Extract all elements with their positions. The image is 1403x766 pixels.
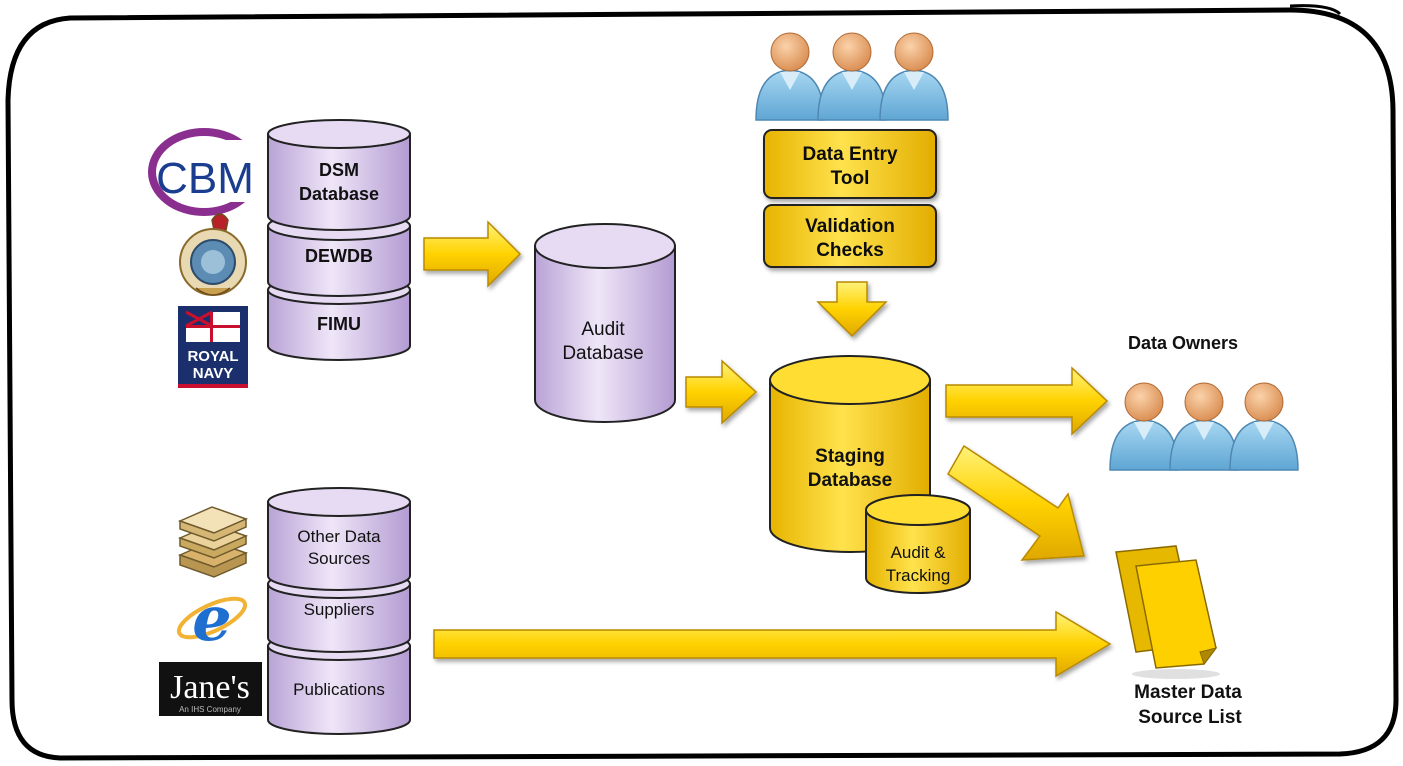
- data-entry-label-1: Data Entry: [802, 144, 897, 165]
- royal-navy-logo: ROYAL NAVY: [178, 306, 248, 388]
- stack-segment-label: Publications: [293, 680, 385, 699]
- person-icon: [817, 32, 887, 121]
- stacked-layers-icon: [177, 506, 249, 578]
- janes-logo: Jane's An IHS Company: [159, 662, 262, 716]
- stack-segment-label: FIMU: [317, 314, 361, 334]
- raf-crest-logo: [179, 213, 247, 296]
- arrow-staging-to-owners: [945, 366, 1109, 436]
- stack-segment: DSM Database: [267, 119, 411, 231]
- master-list-label-1: Master Data: [1134, 682, 1242, 703]
- person-icon: [1169, 382, 1239, 471]
- audit-db-label-1: Audit: [581, 319, 625, 340]
- stack-segment-label: Database: [299, 184, 379, 204]
- audit-tracking-label-1: Audit &: [891, 543, 946, 562]
- staging-db-label-2: Database: [808, 470, 893, 491]
- top-database-stack: FIMU DEWDB DSM Database: [267, 119, 411, 361]
- audit-tracking-database: Audit & Tracking: [865, 494, 971, 594]
- royal-navy-line-2: NAVY: [193, 365, 234, 382]
- stack-segment-label: Suppliers: [304, 600, 375, 619]
- stack-segment-label: Sources: [308, 549, 370, 568]
- validation-label-1: Validation: [805, 216, 895, 237]
- data-owners-group: [1109, 382, 1299, 471]
- cbm-logo-text: CBM: [156, 154, 254, 203]
- arrow-publications-to-master: [433, 610, 1112, 678]
- master-data-documents-icon: [1115, 545, 1220, 679]
- person-icon: [755, 32, 825, 121]
- data-entry-users-group: [755, 32, 949, 121]
- validation-checks-box: Validation Checks: [763, 204, 937, 268]
- audit-tracking-label-2: Tracking: [886, 566, 951, 585]
- master-list-label-2: Source List: [1138, 707, 1242, 728]
- arrow-staging-to-master: [947, 444, 1085, 561]
- validation-label-2: Checks: [816, 240, 884, 261]
- data-entry-tool-box: Data Entry Tool: [763, 129, 937, 199]
- staging-db-label-1: Staging: [815, 446, 885, 467]
- ie-letter: e: [192, 582, 231, 655]
- audit-db-label-2: Database: [562, 343, 643, 364]
- data-entry-label-2: Tool: [831, 168, 870, 189]
- cbm-logo: CBM: [148, 128, 266, 216]
- person-icon: [879, 32, 949, 121]
- stack-segment-label: Other Data: [297, 527, 381, 546]
- internet-explorer-icon: e: [176, 582, 248, 655]
- person-icon: [1109, 382, 1179, 471]
- audit-database: Audit Database: [534, 223, 676, 423]
- royal-navy-line-1: ROYAL: [187, 348, 238, 365]
- stack-segment-label: DEWDB: [305, 246, 373, 266]
- janes-logo-subtext: An IHS Company: [179, 705, 241, 714]
- arrow-validation-to-staging: [816, 281, 888, 338]
- person-icon: [1229, 382, 1299, 471]
- data-owners-label: Data Owners: [1128, 333, 1238, 353]
- arrow-audit-to-staging: [685, 359, 758, 425]
- arrow-stack-to-audit: [423, 220, 522, 288]
- stack-segment-label: DSM: [319, 160, 359, 180]
- frame-corner-mark: [1289, 4, 1342, 16]
- janes-logo-text: Jane's: [170, 669, 250, 706]
